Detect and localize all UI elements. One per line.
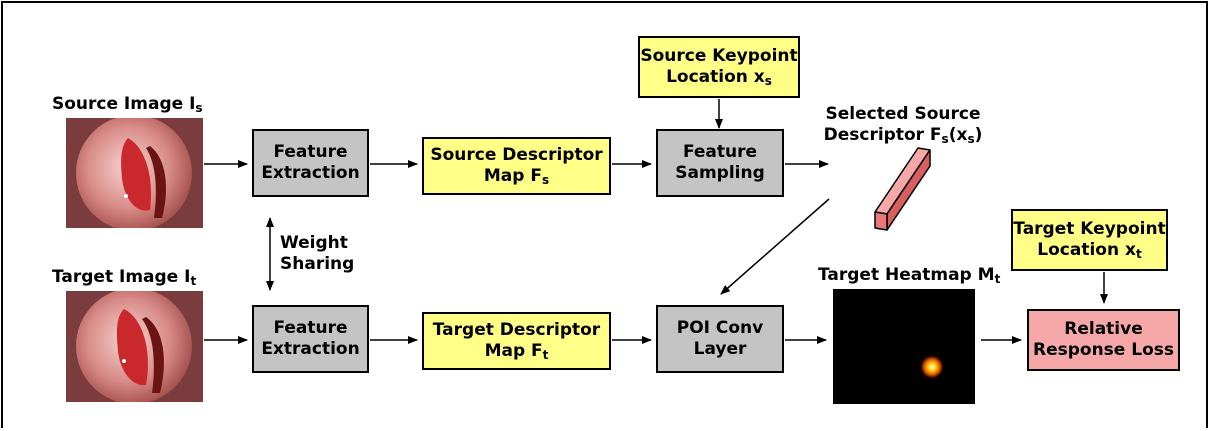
source-endoscopy-image xyxy=(66,118,203,228)
target-heatmap-label: Target Heatmap Mt xyxy=(818,265,1001,286)
target-endoscopy-image xyxy=(66,291,203,402)
heatmap-peak xyxy=(920,355,944,379)
source-image-label: Source Image Is xyxy=(52,94,203,115)
target-image-label: Target Image It xyxy=(52,267,197,288)
arrow-descriptor-to-poi xyxy=(720,198,830,295)
descriptor-bar-icon xyxy=(874,147,931,231)
target-heatmap-image xyxy=(833,289,975,404)
